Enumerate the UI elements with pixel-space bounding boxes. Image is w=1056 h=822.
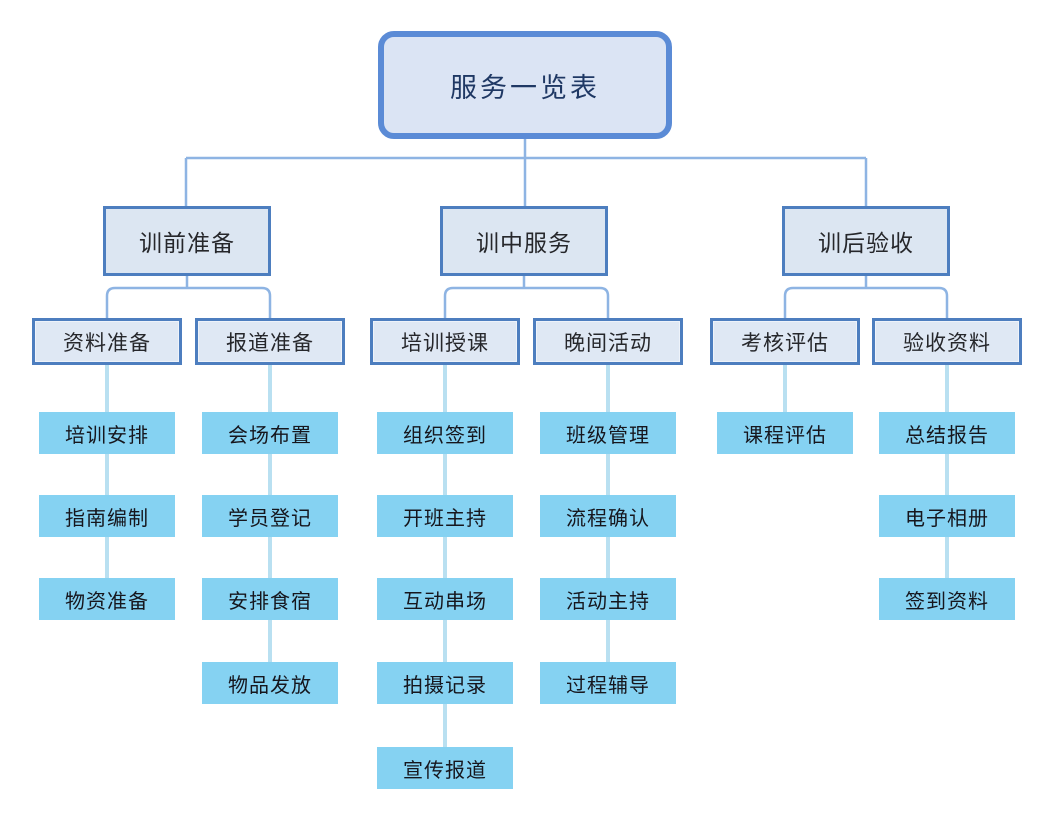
leaf-node: 物品发放	[202, 662, 338, 704]
branch-pre-training: 训前准备	[103, 206, 271, 276]
leaf-node: 组织签到	[377, 412, 513, 454]
leaf-node: 总结报告	[879, 412, 1015, 454]
leaf-node: 物资准备	[39, 578, 175, 620]
root-node-service-overview: 服务一览表	[378, 31, 672, 139]
branch-post-training: 训后验收	[782, 206, 950, 276]
branch-during-training: 训中服务	[440, 206, 608, 276]
leaf-node: 指南编制	[39, 495, 175, 537]
group-assessment: 考核评估	[710, 318, 860, 365]
leaf-node: 活动主持	[540, 578, 676, 620]
leaf-node: 安排食宿	[202, 578, 338, 620]
leaf-node: 过程辅导	[540, 662, 676, 704]
leaf-node: 开班主持	[377, 495, 513, 537]
leaf-node: 培训安排	[39, 412, 175, 454]
group-registration-prep: 报道准备	[195, 318, 345, 365]
leaf-node: 流程确认	[540, 495, 676, 537]
leaf-node: 签到资料	[879, 578, 1015, 620]
group-material-prep: 资料准备	[32, 318, 182, 365]
leaf-node: 会场布置	[202, 412, 338, 454]
leaf-node: 课程评估	[717, 412, 853, 454]
group-evening-activities: 晚间活动	[533, 318, 683, 365]
leaf-node: 学员登记	[202, 495, 338, 537]
group-training-lectures: 培训授课	[370, 318, 520, 365]
group-acceptance-materials: 验收资料	[872, 318, 1022, 365]
leaf-node: 拍摄记录	[377, 662, 513, 704]
leaf-node: 宣传报道	[377, 747, 513, 789]
leaf-node: 互动串场	[377, 578, 513, 620]
leaf-node: 班级管理	[540, 412, 676, 454]
leaf-node: 电子相册	[879, 495, 1015, 537]
